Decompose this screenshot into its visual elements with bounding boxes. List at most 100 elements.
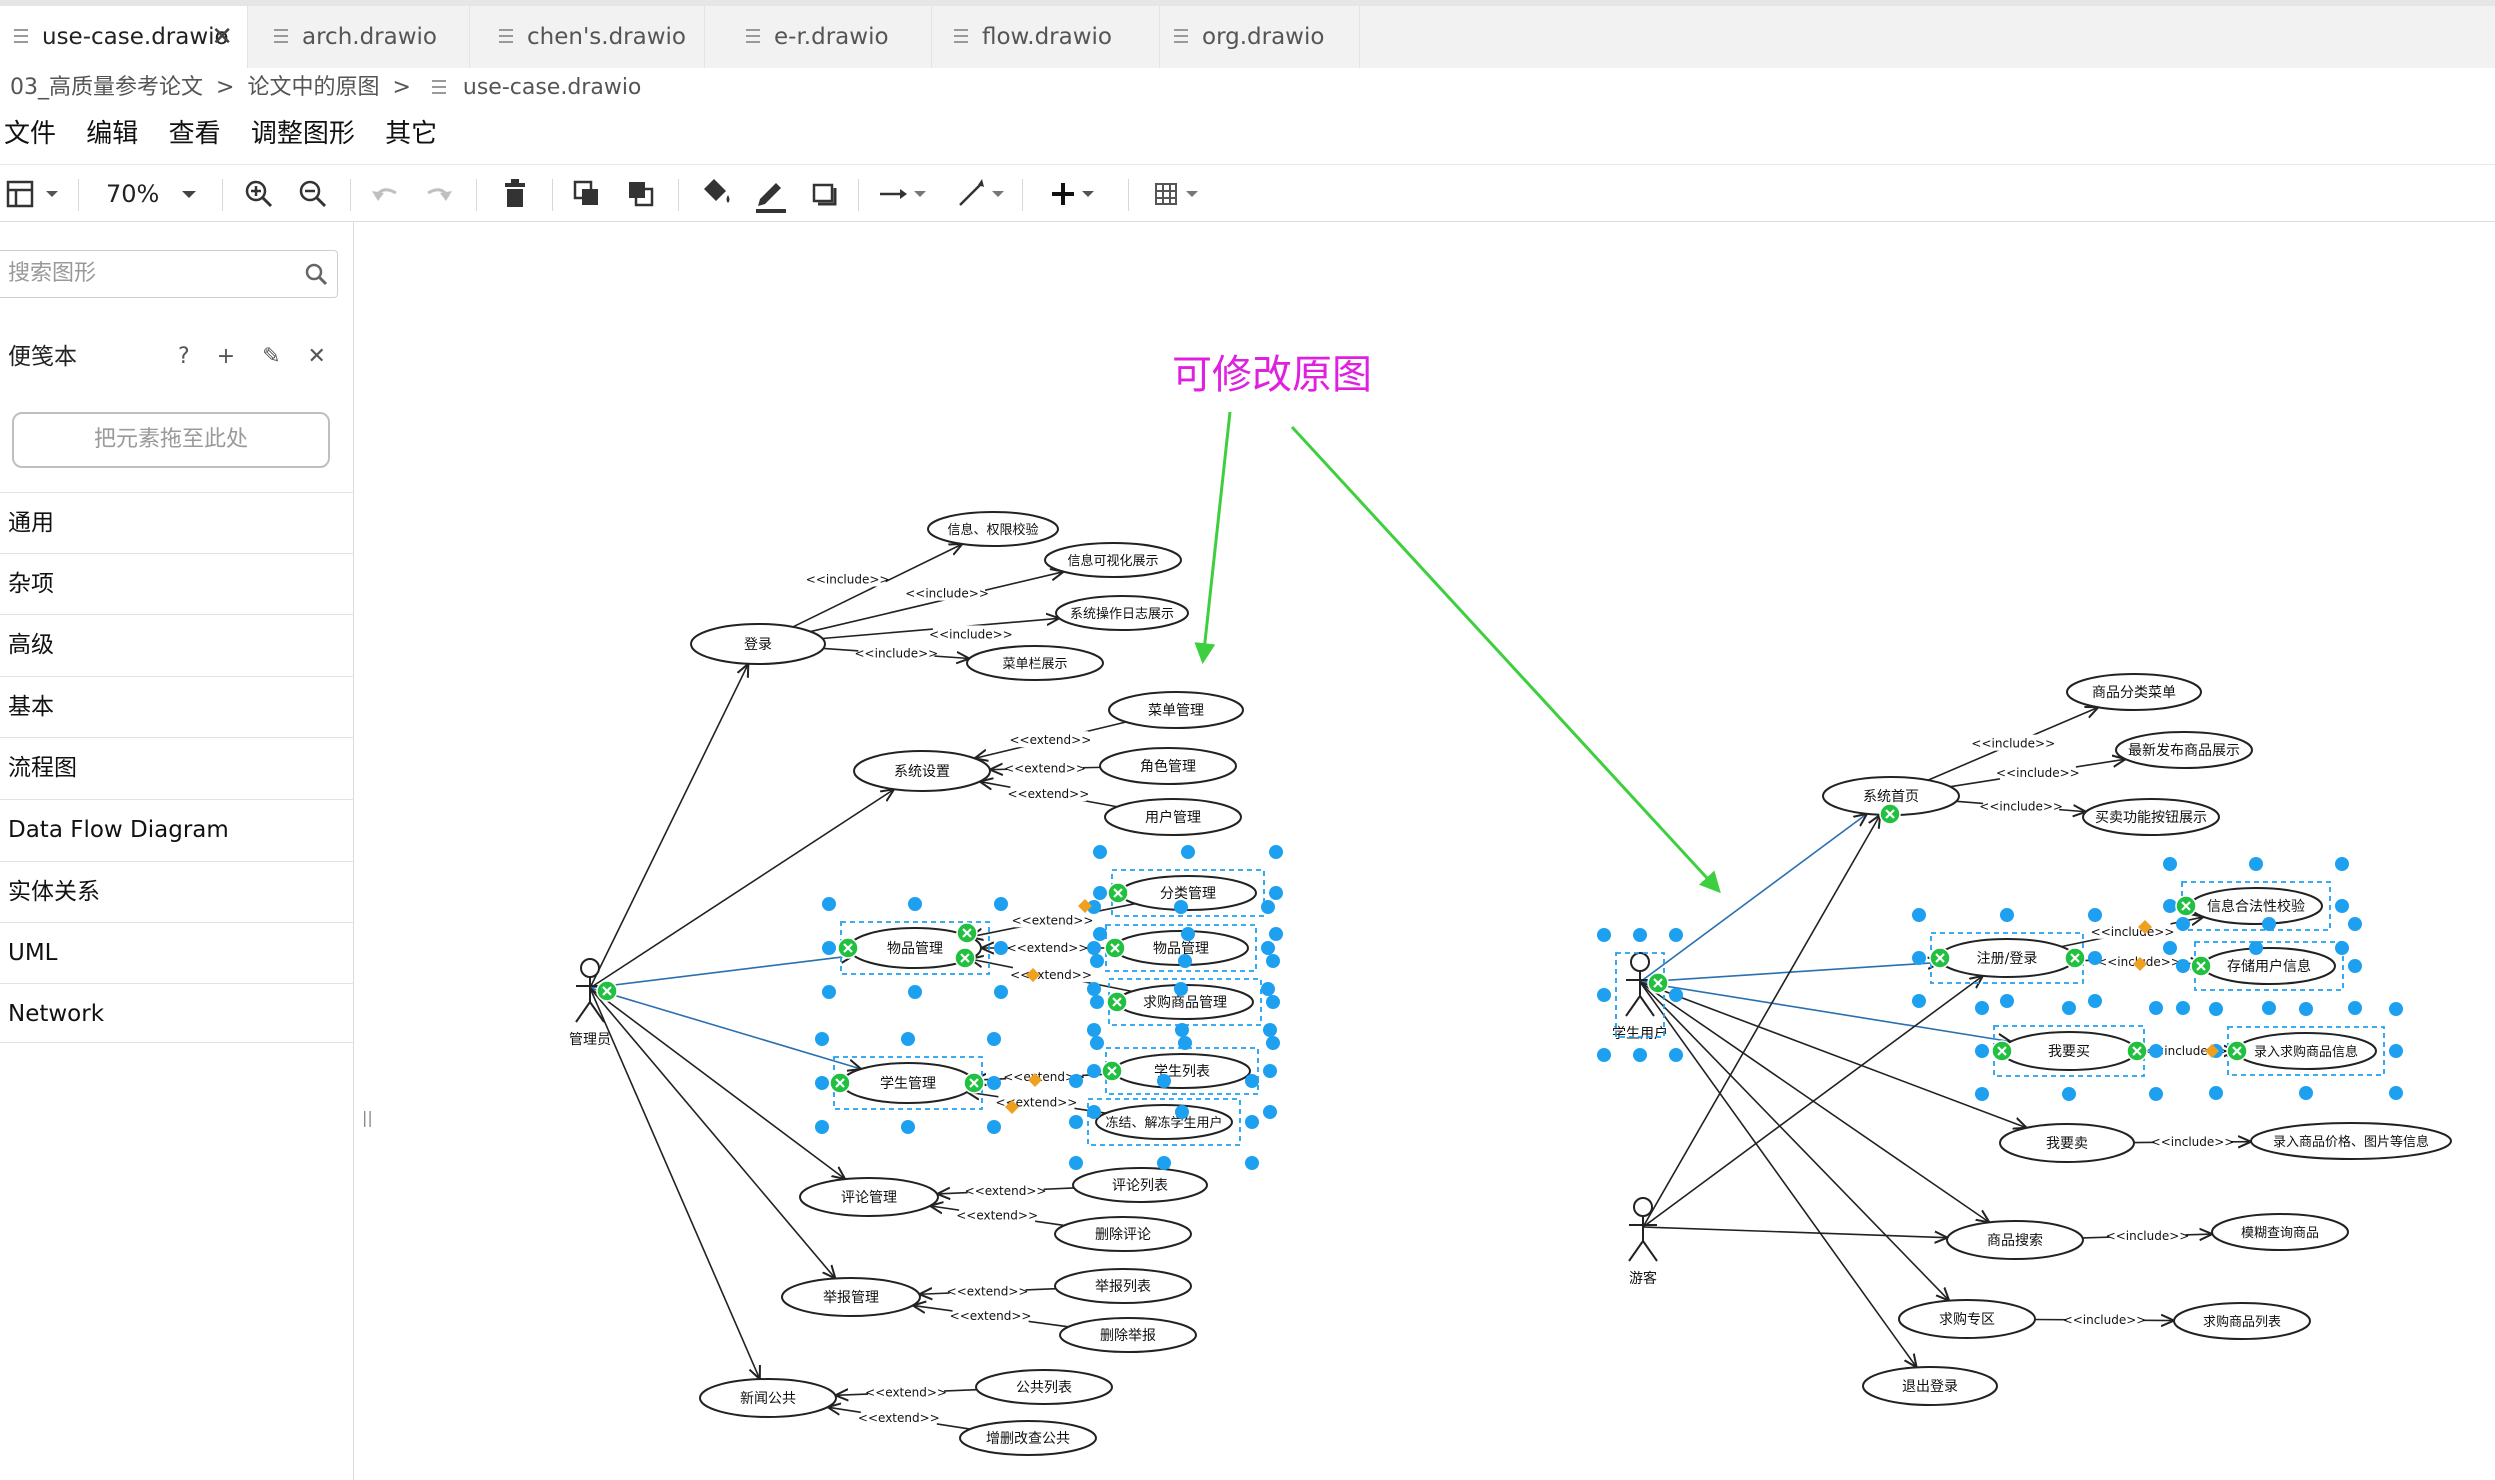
include-auth-label-bg <box>809 570 886 587</box>
library-network[interactable]: Network <box>0 983 354 1043</box>
table-button[interactable] <box>1148 165 1210 223</box>
tab-chens[interactable]: chen's.drawio <box>485 6 705 68</box>
menu-edit[interactable]: 编辑 <box>86 119 139 149</box>
library-basic[interactable]: 基本 <box>0 676 354 736</box>
selection-handle <box>1633 928 1647 942</box>
selection-handle <box>822 985 836 999</box>
zoom-select[interactable]: 70% <box>100 165 200 223</box>
usecase-home-label: 系统首页 <box>1863 789 1919 805</box>
include-visual <box>810 572 1064 633</box>
selection-handle <box>2335 857 2349 871</box>
scratchpad-actions[interactable]: ? + ✎ ✕ <box>178 344 336 369</box>
drop-hint: 把元素拖至此处 <box>93 427 248 452</box>
delete-button[interactable] <box>498 165 532 223</box>
breadcrumb-file[interactable]: use-case.drawio <box>462 75 642 100</box>
library-uml[interactable]: UML <box>0 922 354 982</box>
breadcrumb-folder[interactable]: 03_高质量参考论文 <box>10 75 203 100</box>
sidebar-resize-handle[interactable]: || <box>362 1108 373 1127</box>
actor-guest-head <box>1633 1197 1653 1217</box>
scratchpad-drop-zone[interactable]: 把元素拖至此处 <box>12 412 330 468</box>
library-general[interactable]: 通用 <box>0 492 354 552</box>
selection-handle <box>1912 908 1926 922</box>
connection-style-button[interactable] <box>876 165 932 223</box>
tab-arch[interactable]: arch.drawio <box>260 6 470 68</box>
shapes-sidebar: 搜索图形 便笺本 ? + ✎ ✕ 把元素拖至此处 通用 杂项 高级 基本 流程图… <box>0 222 354 1480</box>
usecase-delete-report-label: 删除举报 <box>1100 1328 1156 1344</box>
connection-handle-mark <box>969 1078 979 1088</box>
menu-file[interactable]: 文件 <box>4 119 57 149</box>
library-flowchart[interactable]: 流程图 <box>0 737 354 797</box>
association <box>1639 981 1917 1367</box>
include-log-label: <<include>> <box>929 627 1013 641</box>
usecase-logout <box>1862 1366 1998 1406</box>
connection-handle-mark <box>2181 901 2191 911</box>
selection-handle <box>1093 927 1107 941</box>
selection-handle <box>1087 1064 1101 1078</box>
selection-handle <box>994 985 1008 999</box>
trash-icon <box>505 179 525 207</box>
usecase-news-label: 新闻公共 <box>740 1391 796 1407</box>
shape-search-input[interactable]: 搜索图形 <box>0 250 338 298</box>
library-entity-relation[interactable]: 实体关系 <box>0 861 354 921</box>
selection-handle <box>1093 845 1107 859</box>
menu-extras[interactable]: 其它 <box>385 119 438 149</box>
redo-button[interactable] <box>422 165 456 223</box>
waypoints-button[interactable] <box>954 165 1010 223</box>
usecase-wanted-zone-label: 求购专区 <box>1939 1312 1995 1328</box>
selection-handle <box>1975 1001 1989 1015</box>
selection-handle <box>1245 1074 1259 1088</box>
association <box>1639 981 1949 1301</box>
zoom-in-button[interactable] <box>242 165 276 223</box>
selection-handle <box>908 985 922 999</box>
selection-handle <box>2249 857 2263 871</box>
tab-bar: use-case.drawio ✕ arch.drawio chen's.dra… <box>0 6 2495 68</box>
selection-handle <box>1263 1105 1277 1119</box>
redo-icon <box>427 188 452 201</box>
selection-box <box>2227 1026 2385 1076</box>
tab-er[interactable]: e-r.drawio <box>732 6 932 68</box>
connection-handle-mark <box>2196 961 2206 971</box>
library-advanced[interactable]: 高级 <box>0 614 354 674</box>
diagram-canvas[interactable]: <<include>><<include>><<include>><<inclu… <box>376 222 2495 1480</box>
usecase-user-manage <box>1104 798 1242 836</box>
format-panel-button[interactable] <box>4 165 64 223</box>
extend-report-list-label-bg <box>949 1282 1026 1299</box>
shadow-button[interactable] <box>806 165 842 223</box>
selection-handle <box>901 1120 915 1134</box>
connection-handle-mark <box>962 928 972 938</box>
selection-handle <box>2149 1001 2163 1015</box>
tab-flow[interactable]: flow.drawio <box>940 6 1160 68</box>
tab-org[interactable]: org.drawio <box>1160 6 1360 68</box>
line-color-button[interactable] <box>752 165 788 223</box>
insert-button[interactable] <box>1044 165 1106 223</box>
undo-button[interactable] <box>368 165 402 223</box>
association <box>1642 815 1880 1228</box>
fill-color-button[interactable] <box>698 165 734 223</box>
selection-handle <box>2176 959 2190 973</box>
usecase-delete-comment-label: 删除评论 <box>1095 1227 1151 1243</box>
scratchpad-header[interactable]: 便笺本 ? + ✎ ✕ <box>0 334 354 380</box>
tab-label: chen's.drawio <box>527 24 686 50</box>
connector-icon <box>959 179 1004 206</box>
include-trade-label-bg <box>1983 797 2060 814</box>
selection-handle <box>1669 928 1683 942</box>
selection-handle <box>2163 899 2177 913</box>
breadcrumb: 03_高质量参考论文 > 论文中的原图 > use-case.drawio <box>0 68 641 108</box>
to-front-button[interactable] <box>570 165 604 223</box>
selection-handle <box>1087 1105 1101 1119</box>
selection-handle <box>1597 928 1611 942</box>
zoom-out-button[interactable] <box>296 165 330 223</box>
breadcrumb-folder[interactable]: 论文中的原图 <box>247 75 380 100</box>
library-data-flow[interactable]: Data Flow Diagram <box>0 799 354 859</box>
breadcrumb-separator: > <box>216 75 235 100</box>
tab-use-case[interactable]: use-case.drawio ✕ <box>0 6 248 68</box>
connection-handle-mark <box>2070 953 2080 963</box>
extend-news-list-label-bg <box>868 1383 945 1400</box>
close-icon[interactable]: ✕ <box>211 22 233 52</box>
selection-handle <box>1175 1105 1189 1119</box>
menu-view[interactable]: 查看 <box>168 119 221 149</box>
to-back-button[interactable] <box>624 165 658 223</box>
toolbar-separator <box>552 179 553 211</box>
library-misc[interactable]: 杂项 <box>0 553 354 613</box>
menu-arrange[interactable]: 调整图形 <box>250 119 355 149</box>
